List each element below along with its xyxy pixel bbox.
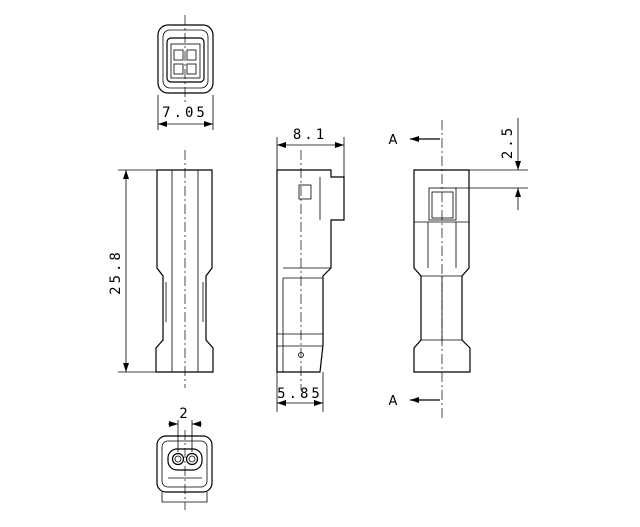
front-elevation-view: 25.8 <box>108 150 214 388</box>
top-end-view: 7.05 <box>157 15 214 130</box>
rear-elevation-view: 2.5 A A <box>389 118 528 420</box>
lower-width-dimension: 5.85 <box>277 386 323 402</box>
pitch-dimension: 2 <box>179 406 190 422</box>
section-label-bottom: A <box>389 394 398 409</box>
side-width-dimension: 8.1 <box>293 127 327 143</box>
height-dimension: 25.8 <box>108 249 124 295</box>
latch-dimension: 2.5 <box>500 125 516 159</box>
bottom-end-view: 2 <box>156 406 213 510</box>
side-elevation-view: 8.1 5.85 <box>276 127 345 412</box>
section-label-top: A <box>389 133 398 148</box>
front-width-dimension: 7.05 <box>162 105 208 121</box>
